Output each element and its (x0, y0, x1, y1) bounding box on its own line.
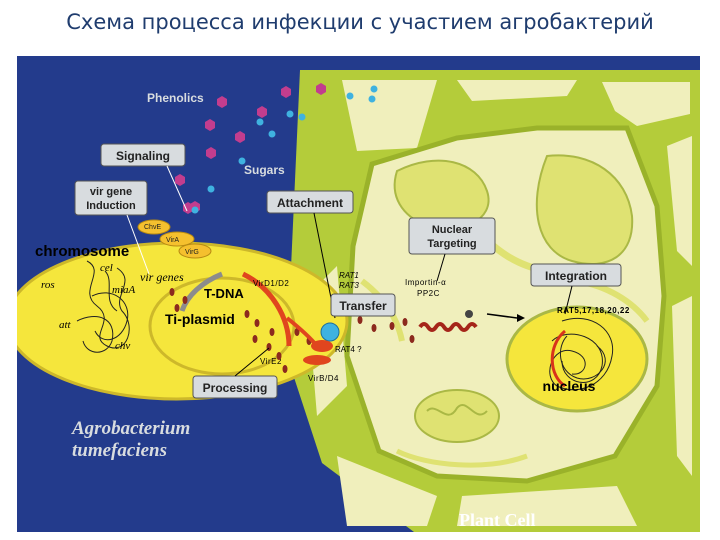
agrobacterium-label-1: Agrobacterium (71, 418, 190, 439)
nucleus: nucleus RAT5,17,18,20,22 (505, 305, 649, 413)
callout-processing: Processing (192, 347, 278, 399)
t-complex-coil (418, 322, 478, 332)
callout-signaling: Signaling (100, 143, 188, 212)
rat-list-label: RAT5,17,18,20,22 (557, 306, 630, 315)
vire2-label: VirE2 (260, 357, 282, 366)
arrow-head (517, 314, 525, 322)
nuclear-targeting-label-1: Nuclear (432, 224, 473, 236)
tdna-region (241, 271, 292, 347)
vir-gene-induction-label-1: vir gene (90, 186, 132, 198)
chve-label: ChvE (144, 224, 161, 231)
plant-cell-label: Plant Cell (459, 510, 536, 530)
rat4-label: RAT4 ? (335, 345, 362, 354)
agrobacterium-label-2: tumefaciens (72, 440, 167, 461)
tdna-label: T-DNA (204, 286, 244, 301)
transfer-apparatus (285, 310, 478, 365)
arrow-to-nucleus (486, 313, 518, 319)
cel-label: cel (100, 262, 113, 274)
processing-label: Processing (203, 381, 268, 395)
rat3-label: RAT3 (339, 281, 359, 290)
vir-protein-dots (169, 288, 415, 373)
phenolics-label: Phenolics (147, 91, 204, 105)
att-label: att (59, 319, 72, 331)
vir-genes-label: vir genes (140, 270, 184, 284)
phenolic-molecules (175, 83, 326, 214)
attachment-label: Attachment (277, 196, 343, 210)
nuclear-targeting-label-2: Targeting (427, 238, 476, 250)
vir-genes-region (179, 271, 223, 312)
mia-label: miaA (112, 284, 136, 296)
integration-label: Integration (545, 269, 607, 283)
virg-label: VirG (185, 249, 199, 256)
sugar-molecules (191, 85, 378, 214)
chve-protein (137, 219, 171, 235)
vir-gene-induction-label-2: Induction (86, 200, 136, 212)
ti-plasmid-label: Ti-plasmid (165, 311, 235, 327)
virg-protein (178, 243, 212, 259)
vird1d2-label: VirD1/D2 (253, 279, 289, 288)
signaling-label: Signaling (116, 149, 170, 163)
sugars-label: Sugars (244, 163, 285, 177)
vira-protein (159, 231, 195, 247)
callout-integration: Integration (530, 263, 622, 315)
agrobacterium-cell: ChvE VirA VirG chromosome cel ros miaA a… (17, 219, 349, 401)
virb-d4-label: VirB/D4 (308, 374, 339, 383)
importin-label: Importin-α (405, 278, 446, 287)
vira-label: VirA (166, 237, 179, 244)
callout-vir-gene-induction: vir gene Induction (74, 180, 150, 275)
rat1-label: RAT1 (339, 271, 359, 280)
callout-transfer: Transfer (330, 293, 396, 317)
infection-diagram: nucleus RAT5,17,18,20,22 ChvE VirA VirG … (17, 56, 700, 532)
transfer-label: Transfer (339, 299, 387, 313)
chv-label: chv (115, 340, 130, 352)
chromosome-label: chromosome (35, 243, 129, 260)
pp2c-label: PP2C (417, 289, 440, 298)
ros-label: ros (41, 279, 55, 291)
nucleus-label: nucleus (543, 378, 596, 394)
callout-attachment: Attachment (266, 190, 354, 319)
callout-nuclear-targeting: Nuclear Targeting (408, 217, 496, 282)
slide-title: Схема процесса инфекции с участием агроб… (66, 10, 654, 34)
